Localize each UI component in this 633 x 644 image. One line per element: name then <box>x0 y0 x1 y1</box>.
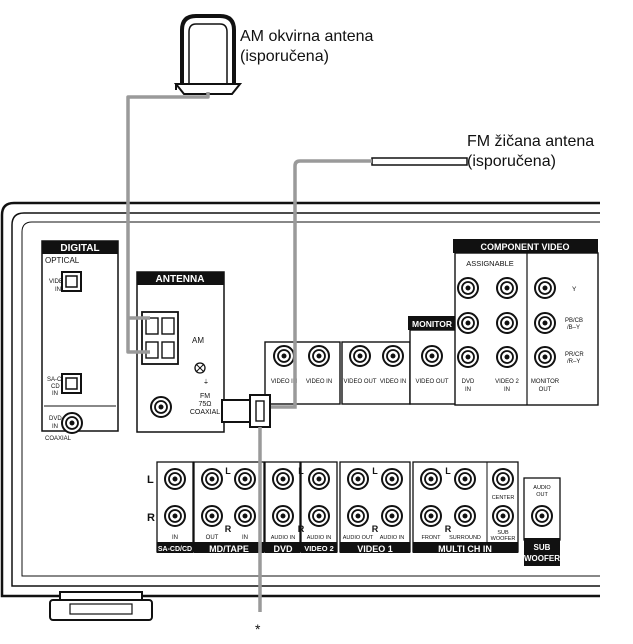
fm-label-3: COAXIAL <box>190 409 220 416</box>
optical-video2-label-2: IN <box>55 287 61 293</box>
am-loop-antenna <box>173 14 243 95</box>
fm-label-2: 75Ω <box>198 401 211 408</box>
coaxial-dvd-label-1: DVD <box>49 416 62 422</box>
video1-video-out-jack <box>349 345 371 367</box>
md-in-label: IN <box>242 535 248 541</box>
svg-text:R: R <box>225 524 232 534</box>
video1-audio-in-label: AUDIO IN <box>380 535 404 541</box>
am-antenna-callout-line1: AM okvirna antena <box>240 28 374 45</box>
video2-video-in-jack <box>308 345 330 367</box>
component-row-pr-sub: /R–Y <box>567 359 580 365</box>
subwoofer-name-1: SUB <box>534 543 551 552</box>
fm-label-1: FM <box>200 393 210 400</box>
video2-section-name: VIDEO 2 <box>304 544 334 553</box>
dvd-section-name: DVD <box>273 544 293 554</box>
sub-audio-label: AUDIO <box>533 485 551 491</box>
monitor-video-out-jack <box>421 345 443 367</box>
svg-text:R: R <box>372 524 379 534</box>
fm-antenna-callout-line2: (isporučena) <box>467 153 556 170</box>
component-video-section: COMPONENT VIDEO ASSIGNABLE Y PB/CB /B–Y … <box>453 239 599 406</box>
md-out-label: OUT <box>206 535 219 541</box>
asterisk-note: * <box>255 621 261 637</box>
fm-coaxial-jack <box>150 396 172 418</box>
left-channel-label: L <box>147 474 154 486</box>
assignable-label: ASSIGNABLE <box>466 259 514 268</box>
video2-audio-in-label: AUDIO IN <box>307 535 331 541</box>
svg-text:R: R <box>298 524 305 534</box>
multi-sub-label-2: WOOFER <box>491 536 516 542</box>
video-jack-label-5: VIDEO OUT <box>415 379 448 385</box>
receiver-foot <box>49 591 153 621</box>
sacd-jack-label: IN <box>172 535 178 541</box>
video1-audio-out-label: AUDIO OUT <box>343 535 374 541</box>
fm-antenna-callout-line1: FM žičana antena <box>467 133 595 150</box>
video1-video-in-jack <box>382 345 404 367</box>
am-antenna-cable <box>126 92 210 354</box>
am-terminal-label: AM <box>192 336 204 345</box>
coaxial-dvd-label-2: IN <box>52 424 58 430</box>
sacd-section-name: SA-CD/CD <box>158 546 192 553</box>
video-jack-label-1: VIDEO IN <box>271 379 297 385</box>
coaxial-label: COAXIAL <box>45 436 72 442</box>
component-col-dvd-1: DVD <box>462 379 475 385</box>
component-col-dvd-2: IN <box>465 387 471 393</box>
audio-section: L R IN SA-CD/CD L R OUT IN MD/TAPE AUDIO… <box>147 461 561 566</box>
video-jack-label-4: VIDEO IN <box>380 379 406 385</box>
right-channel-label: R <box>147 512 155 524</box>
svg-text:L: L <box>445 466 451 476</box>
component-row-pr: PR/CR <box>565 352 584 358</box>
monitor-header: MONITOR <box>412 319 452 329</box>
svg-text:L: L <box>372 466 378 476</box>
multi-surround-label: SURROUND <box>449 535 481 541</box>
video-jacks-section: MONITOR VIDEO IN VIDEO IN VIDEO OUT VIDE… <box>264 316 457 405</box>
coaxial-dvd-jack <box>61 412 83 434</box>
video-jack-label-3: VIDEO OUT <box>343 379 376 385</box>
multi-sub-label-1: SUB <box>497 530 509 536</box>
antenna-section: ANTENNA AM ⏚ FM 75Ω COAXIAL <box>136 271 225 433</box>
component-row-pb-sub: /B–Y <box>567 325 580 331</box>
fm-antenna-callout: FM žičana antena (isporučena) <box>467 132 594 172</box>
component-col-video2-1: VIDEO 2 <box>495 379 519 385</box>
svg-text:R: R <box>445 524 452 534</box>
dvd-video-in-jack <box>273 345 295 367</box>
video-jack-label-2: VIDEO IN <box>306 379 332 385</box>
fm-connector <box>221 394 271 612</box>
optical-sacd-jack <box>61 373 82 394</box>
antenna-header: ANTENNA <box>156 274 205 285</box>
component-col-monitor-2: OUT <box>539 387 552 393</box>
dvd-audio-in-label: AUDIO IN <box>271 535 295 541</box>
svg-text:L: L <box>225 466 231 476</box>
component-row-pb: PB/CB <box>565 318 583 324</box>
multi-ch-in-section-name: MULTI CH IN <box>438 544 492 554</box>
am-antenna-callout-line2: (isporučena) <box>240 48 329 65</box>
svg-text:⏚: ⏚ <box>203 379 209 386</box>
optical-sacd-label-1: SA-CD/ <box>47 377 68 383</box>
sub-out-label: OUT <box>536 492 548 498</box>
optical-video2-jack <box>61 271 82 292</box>
receiver-chassis <box>0 201 600 598</box>
subwoofer-name-2: WOOFER <box>524 554 560 563</box>
digital-header: DIGITAL <box>60 243 99 254</box>
video1-section-name: VIDEO 1 <box>357 544 393 554</box>
md-tape-section-name: MD/TAPE <box>209 544 249 554</box>
component-video-header: COMPONENT VIDEO <box>480 242 569 252</box>
component-row-y: Y <box>572 286 577 293</box>
svg-text:L: L <box>298 466 304 476</box>
fm-wire-antenna <box>268 157 468 409</box>
optical-label: OPTICAL <box>45 256 80 265</box>
multi-front-label: FRONT <box>422 535 442 541</box>
optical-sacd-label-2: CD <box>51 384 60 390</box>
optical-sacd-label-3: IN <box>52 391 58 397</box>
component-col-video2-2: IN <box>504 387 510 393</box>
multi-center-label: CENTER <box>492 495 515 501</box>
digital-section: DIGITAL OPTICAL VIDEO 2 IN SA-CD/ CD IN … <box>41 240 119 442</box>
component-col-monitor-1: MONITOR <box>531 379 560 385</box>
am-antenna-callout: AM okvirna antena (isporučena) <box>240 27 373 67</box>
